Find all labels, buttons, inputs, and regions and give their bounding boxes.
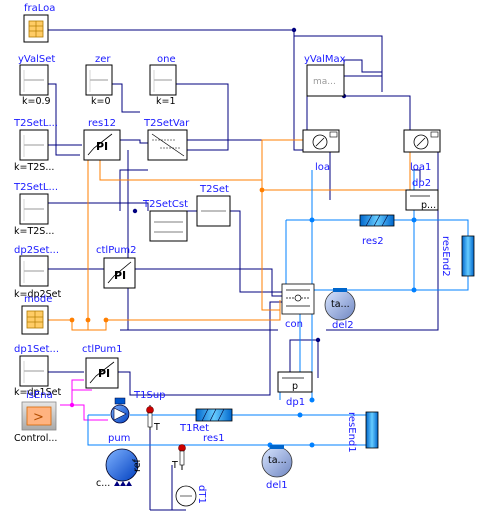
block-T2Set[interactable]: T2Set [196,184,231,227]
block-yValSet[interactable]: yValSet k=0.9 [18,54,55,107]
block-T1Ret[interactable]: T1Ret T [171,423,209,471]
dT1-label: dT1 [196,485,207,504]
mode-label: mode [24,294,52,305]
dp1-inner: p [292,381,298,392]
block-loa[interactable]: loa [302,129,340,173]
block-del1[interactable]: ta... del1 [261,445,293,491]
con-label: con [285,319,303,330]
fraLoa-label: fraLoa [24,3,55,14]
block-loa1[interactable]: loa1 [403,129,441,173]
resEnd2-label: resEnd2 [440,236,451,277]
block-bou[interactable]: c... [96,448,139,489]
isEna-label: isEna [26,390,53,401]
T1Sup-label: T1Sup [133,390,166,401]
one-label: one [157,54,176,65]
block-res1[interactable]: res1 [195,408,233,444]
block-T1Sup[interactable]: T1Sup T [133,390,166,433]
block-dp2[interactable]: dp2 p... [405,178,439,211]
loa1-label: loa1 [410,162,431,173]
pum-label: pum [108,433,130,444]
dp2-label: dp2 [412,178,431,189]
signal-connections [48,27,439,511]
block-zer[interactable]: zer k=0 [85,54,113,107]
block-T2SetCst[interactable]: T2SetCst [142,199,188,242]
isEna-param: Control... [14,433,57,444]
dp1-label: dp1 [286,397,305,408]
yValMax-label: yValMax [304,54,346,65]
block-T2SetL2[interactable]: T2SetL... k=T2S... [13,182,58,237]
block-isEna[interactable]: isEna > Control... [14,390,57,444]
yValSet-param: k=0.9 [22,96,51,107]
block-one[interactable]: one k=1 [149,54,177,107]
block-mode[interactable]: mode [21,294,52,335]
block-res2[interactable]: res2 [359,214,395,247]
yValSet-label: yValSet [18,54,55,65]
block-pum[interactable]: pum [108,397,130,444]
block-T2SetL1[interactable]: T2SetL... k=T2S... [13,118,58,173]
del2-label: del2 [332,320,354,331]
resEnd1-label: resEnd1 [346,412,357,453]
block-del2[interactable]: ta... del2 [324,288,356,331]
del2-inner: ta... [331,299,350,310]
T2SetL1-label: T2SetL... [13,118,58,129]
block-ctlPum2[interactable]: ctlPum2 PI [96,245,137,289]
T2SetL1-param: k=T2S... [14,162,54,173]
dp2Set-param: k=dp2Set [14,289,61,300]
block-dp1Set[interactable]: dp1Set... k=dp1Set [14,344,61,398]
isEna-symbol: > [33,410,44,425]
boolean-connections [60,379,108,421]
ctlPum2-inner: PI [114,269,126,282]
res1-label: res1 [203,433,225,444]
block-ctlPum1[interactable]: ctlPum1 PI [82,344,123,389]
T2SetVar-label: T2SetVar [143,118,190,129]
ctlPum2-label: ctlPum2 [96,245,137,256]
integer-connections [48,139,411,331]
dp2Set-label: dp2Set... [14,245,59,256]
T2SetCst-label: T2SetCst [142,199,188,210]
zer-label: zer [95,54,111,65]
res2-label: res2 [362,236,384,247]
res12-inner: PI [96,140,108,153]
block-yValMax[interactable]: yValMax ma... [304,54,346,97]
fluid-connections [87,170,469,462]
T2SetL2-label: T2SetL... [13,182,58,193]
block-con[interactable]: con [281,283,315,330]
T1Sup-T-glyph: T [153,422,160,433]
dp2-inner: p... [421,200,436,211]
block-resEnd2[interactable]: resEnd2 [440,235,475,277]
bou-label: c... [96,478,110,489]
one-param: k=1 [156,96,176,107]
zer-param: k=0 [91,96,111,107]
ctlPum1-inner: PI [98,367,110,380]
T2SetL2-param: k=T2S... [14,226,54,237]
block-fraLoa[interactable]: fraLoa [23,3,55,43]
block-resEnd1[interactable]: resEnd1 [346,411,379,453]
del1-inner: ta... [268,455,287,466]
T1Ret-label: T1Ret [179,423,209,434]
dp1Set-label: dp1Set... [14,344,59,355]
ctlPum1-label: ctlPum1 [82,344,123,355]
T2Set-label: T2Set [199,184,229,195]
res12-label: res12 [88,118,116,129]
block-res12[interactable]: res12 PI [83,118,121,161]
block-dp2Set[interactable]: dp2Set... k=dp2Set [14,245,61,300]
block-T2SetVar[interactable]: T2SetVar [143,118,190,161]
loa-label: loa [315,162,330,173]
block-dT1[interactable]: dT1 [175,485,207,507]
del1-label: del1 [266,480,288,491]
ref-label: ref [132,458,143,472]
block-dp1[interactable]: p dp1 [277,371,313,408]
yValMax-inner: ma... [313,77,336,87]
dp1Set-param: k=dp1Set [14,387,61,398]
T1Ret-T-glyph: T [171,460,178,471]
